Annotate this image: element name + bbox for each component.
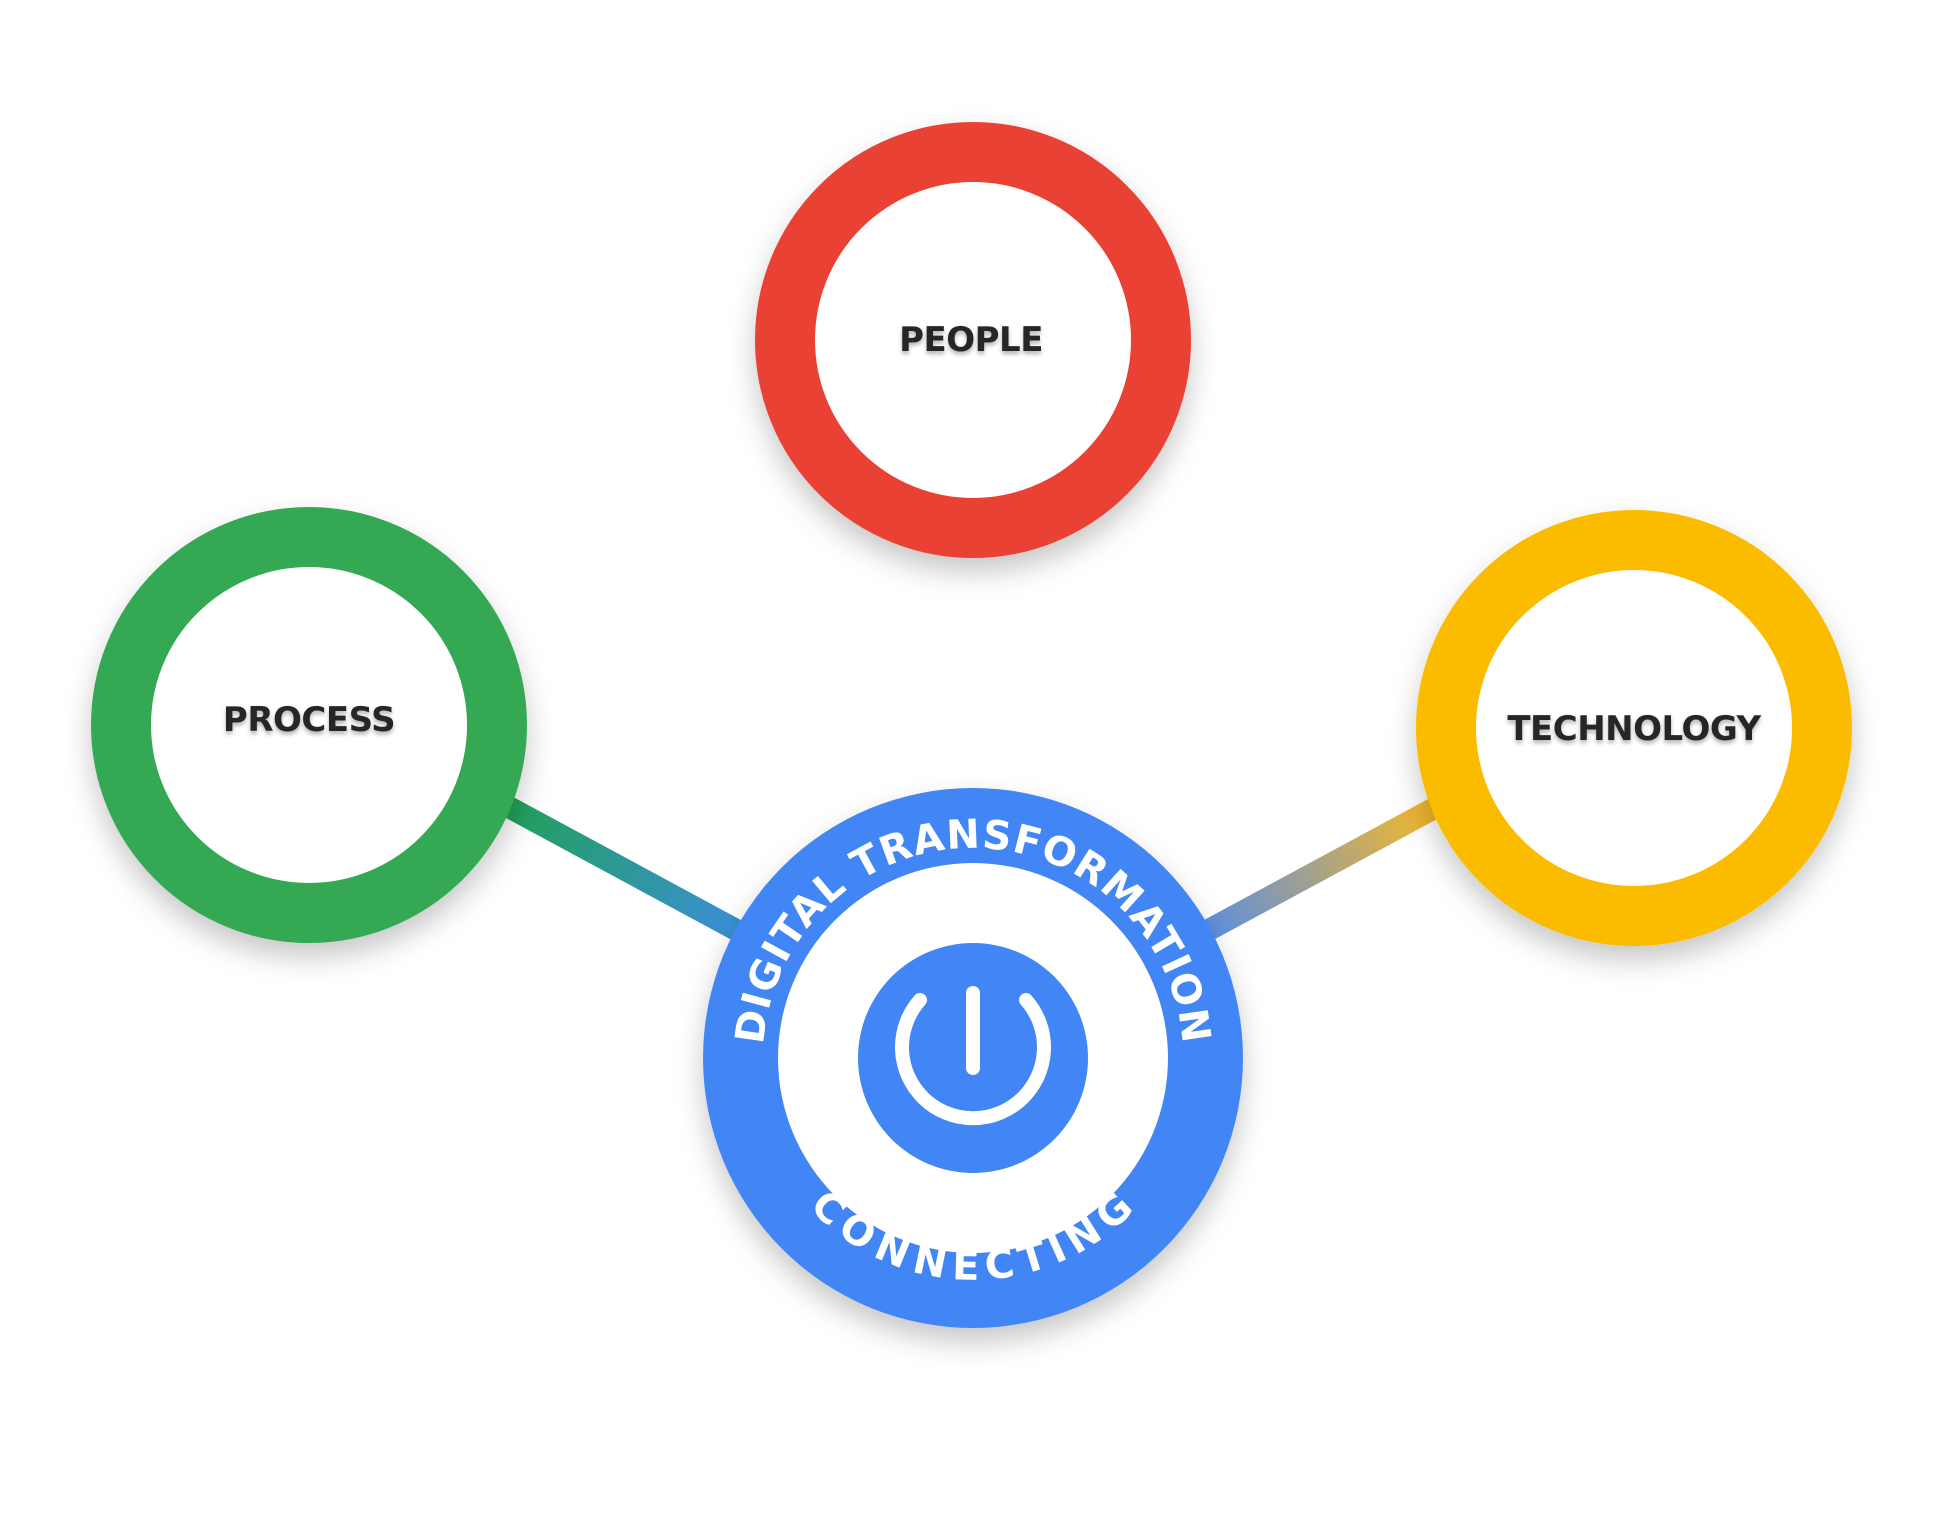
power-icon	[858, 943, 1088, 1173]
connector-process	[499, 795, 746, 942]
people-label: PEOPLE	[899, 320, 1043, 360]
process-node	[91, 507, 527, 943]
connector-technology	[1199, 795, 1446, 942]
people-node	[755, 122, 1191, 558]
technology-node	[1416, 510, 1852, 946]
technology-ring	[1416, 510, 1852, 946]
people-ring	[755, 122, 1191, 558]
process-ring	[91, 507, 527, 943]
power-icon-arc	[895, 993, 1051, 1126]
process-label: PROCESS	[223, 700, 395, 740]
technology-label: TECHNOLOGY	[1507, 709, 1761, 749]
